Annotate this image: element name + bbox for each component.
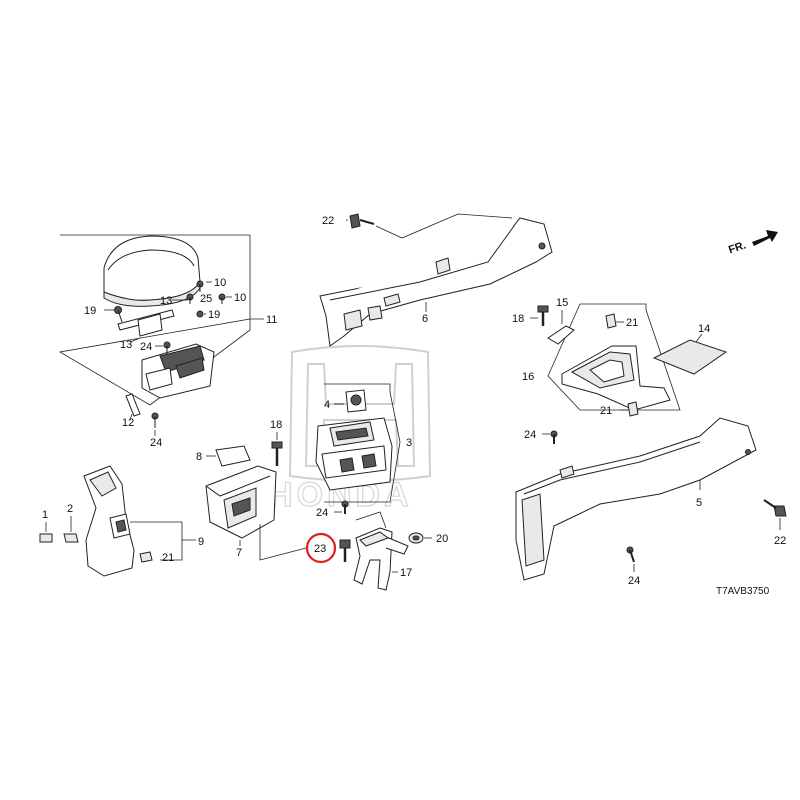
callout-8: 8 [196,451,202,463]
callout-19b: 19 [208,309,220,321]
callout-3: 3 [406,437,412,449]
armrest-base-part [141,343,215,399]
group-9-bracket [130,521,196,561]
callout-1: 1 [42,509,48,521]
bolt-23 [339,539,351,562]
callout-4: 4 [324,399,330,411]
group-17-bracket [259,511,387,561]
callout-15: 15 [556,297,568,309]
callout-21c: 21 [600,405,612,417]
plug-part-2 [63,533,79,543]
small-screws-armrest [114,280,226,428]
group-11-leaders [104,281,232,436]
callout-24e: 24 [628,575,640,587]
front-label: FR. [727,239,748,256]
callout-10b: 10 [234,292,246,304]
shift-panel-part-9 [83,465,135,577]
callout-20: 20 [436,533,448,545]
mat-part-14 [652,339,728,375]
console-bracket-part-7 [205,465,277,539]
gasket-part-8 [215,445,251,467]
callout-6: 6 [422,313,428,325]
armrest-lid-part [103,235,201,307]
screw-22-right [763,499,787,517]
switch-part-1 [39,533,53,543]
screw-22-top [349,213,375,229]
leader-14 [695,333,703,343]
callout-24a: 24 [140,341,152,353]
callout-21b: 21 [626,317,638,329]
group-11-bracket [58,234,264,406]
clip-20 [408,532,424,544]
group-16-bracket [547,303,681,411]
cover-part-16 [561,345,671,411]
clip-21-right-top [605,313,617,329]
callout-22a: 22 [322,215,334,227]
diagram-code: T7AVB3750 [716,586,770,597]
upper-console-trim-part [319,217,553,347]
front-direction-indicator: FR. [727,230,778,256]
hinge-bar-part [117,309,175,337]
callout-23: 23 [314,543,326,555]
callout-18a: 18 [270,419,282,431]
bracket-part-15 [547,325,575,345]
callout-24b: 24 [150,437,162,449]
shift-cover-part [345,389,367,413]
group-3-bracket [324,383,401,503]
screw-24-right-bottom [626,546,635,563]
callout-13a: 13 [160,295,172,307]
callout-24c: 24 [316,507,328,519]
leader-22-top [346,213,513,239]
callout-22b: 22 [774,535,786,547]
callout-17: 17 [400,567,412,579]
callout-5: 5 [696,497,702,509]
shift-lever-assembly-part [315,417,393,491]
callout-18b: 18 [512,313,524,325]
callout-10a: 10 [214,277,226,289]
callout-21a: 21 [162,552,174,564]
callout-2: 2 [67,503,73,515]
clip-21-left [139,551,153,563]
side-panel-part-5 [515,417,757,581]
callout-9: 9 [198,536,204,548]
highlight-circle [305,532,337,564]
bolt-18-left [271,441,283,466]
bolt-18-right [537,305,549,326]
callout-13b: 13 [120,339,132,351]
callout-25: 25 [200,293,212,305]
callout-labels: 1 2 3 4 5 6 7 8 9 10 10 11 12 13 13 14 1… [42,215,786,587]
callout-12: 12 [122,417,134,429]
callout-14: 14 [698,323,710,335]
screw-24-center [341,500,349,514]
callout-19a: 19 [84,305,96,317]
highlight-marker-23 [305,532,337,564]
support-bracket-part-17 [353,527,409,591]
callout-11: 11 [266,314,277,326]
front-arrow-icon [752,230,778,246]
callout-7: 7 [236,547,242,559]
callout-16: 16 [522,371,534,383]
clip-21-right-bottom [627,401,639,417]
callout-24d: 24 [524,429,536,441]
screw-24-right-top [550,430,558,444]
